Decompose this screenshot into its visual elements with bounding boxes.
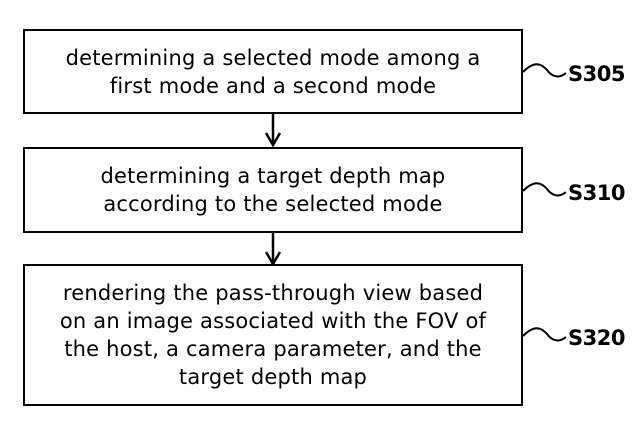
step-label-s320: S320 [568,326,625,350]
arrowhead-s305-to-s310 [264,132,282,148]
step-box-s305: determining a selected mode among a firs… [23,29,523,114]
step-label-s305: S305 [568,62,625,86]
step-text-s310: determining a target depth map according… [100,164,446,216]
step-box-s310: determining a target depth map according… [23,147,523,233]
leader-s305 [522,63,567,78]
leader-s310 [522,182,567,197]
leader-s320 [522,327,567,342]
step-text-s305: determining a selected mode among a firs… [65,45,481,98]
step-box-s320: rendering the pass-through view based on… [23,264,523,406]
step-text-s320: rendering the pass-through view based on… [59,281,487,389]
step-label-s310: S310 [568,181,625,205]
